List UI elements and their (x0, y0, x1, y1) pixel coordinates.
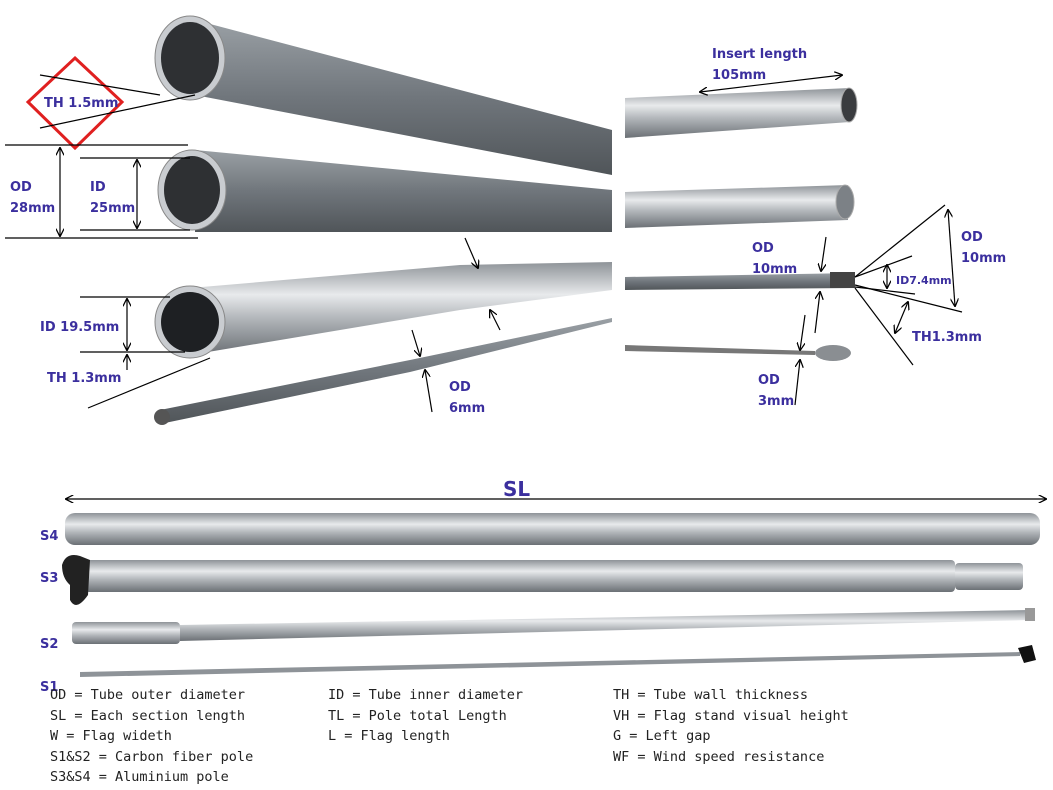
s2-label: S2 (40, 637, 58, 652)
legend-item: VH = Flag stand visual height (613, 707, 849, 724)
legend-item: S3&S4 = Aluminium pole (50, 769, 229, 785)
legend-item: S1&S2 = Carbon fiber pole (50, 748, 254, 765)
legend-item: TL = Pole total Length (328, 707, 507, 724)
sl-label: SL (503, 477, 530, 501)
legend-column-3: TH = Tube wall thickness VH = Flag stand … (613, 685, 849, 767)
od-label: OD (10, 180, 32, 195)
th-top-label: TH 1.5mm (44, 96, 118, 111)
legend-column-1: OD = Tube outer diameter SL = Each sectio… (50, 685, 253, 788)
legend-item: G = Left gap (613, 728, 711, 744)
od-small-label: OD (449, 380, 471, 395)
od10b-label: OD (961, 230, 983, 245)
od10-label: OD (752, 241, 774, 256)
od3-label: OD (758, 373, 780, 388)
rod-3mm (625, 345, 851, 361)
tube-28mm-middle (157, 149, 612, 232)
od-value: 28mm (10, 201, 55, 216)
th-mid-label: TH 1.3mm (47, 371, 121, 386)
legend-item: TH = Tube wall thickness (613, 687, 809, 703)
section-s4 (65, 513, 1040, 545)
legend-item: L = Flag length (328, 728, 450, 744)
legend-item: SL = Each section length (50, 707, 246, 724)
legend-column-2: ID = Tube inner diameter TL = Pole total … (328, 685, 523, 747)
insert-length-value: 105mm (712, 68, 766, 83)
rod-10mm (625, 272, 855, 290)
id-label: ID (90, 180, 106, 195)
legend-item: W = Flag wideth (50, 728, 172, 744)
dimension-lines-left (5, 74, 501, 413)
section-s1 (80, 645, 1036, 677)
s1-label: S1 (40, 680, 58, 695)
od10-value: 10mm (752, 262, 797, 277)
section-s3 (62, 555, 1023, 605)
legend-item: OD = Tube outer diameter (50, 687, 246, 703)
od3-value: 3mm (758, 394, 794, 409)
dimension-lines-right (700, 75, 963, 406)
legend-item: ID = Tube inner diameter (328, 687, 524, 703)
id74-label: ID7.4mm (896, 274, 952, 287)
tube-insert (625, 87, 858, 138)
tube-taper-bottom (154, 262, 612, 425)
s3-label: S3 (40, 571, 58, 586)
tube-plain (625, 184, 855, 228)
od10b-value: 10mm (961, 251, 1006, 266)
od-small-value: 6mm (449, 401, 485, 416)
th13-label: TH1.3mm (912, 330, 982, 345)
tube-28mm-top (154, 15, 612, 175)
s4-label: S4 (40, 529, 58, 544)
highlight-diamond (25, 55, 125, 151)
legend-item: WF = Wind speed resistance (613, 748, 825, 765)
id-value: 25mm (90, 201, 135, 216)
id-mid-label: ID 19.5mm (40, 320, 119, 335)
section-s2 (72, 608, 1035, 644)
insert-length-label: Insert length (712, 47, 807, 62)
